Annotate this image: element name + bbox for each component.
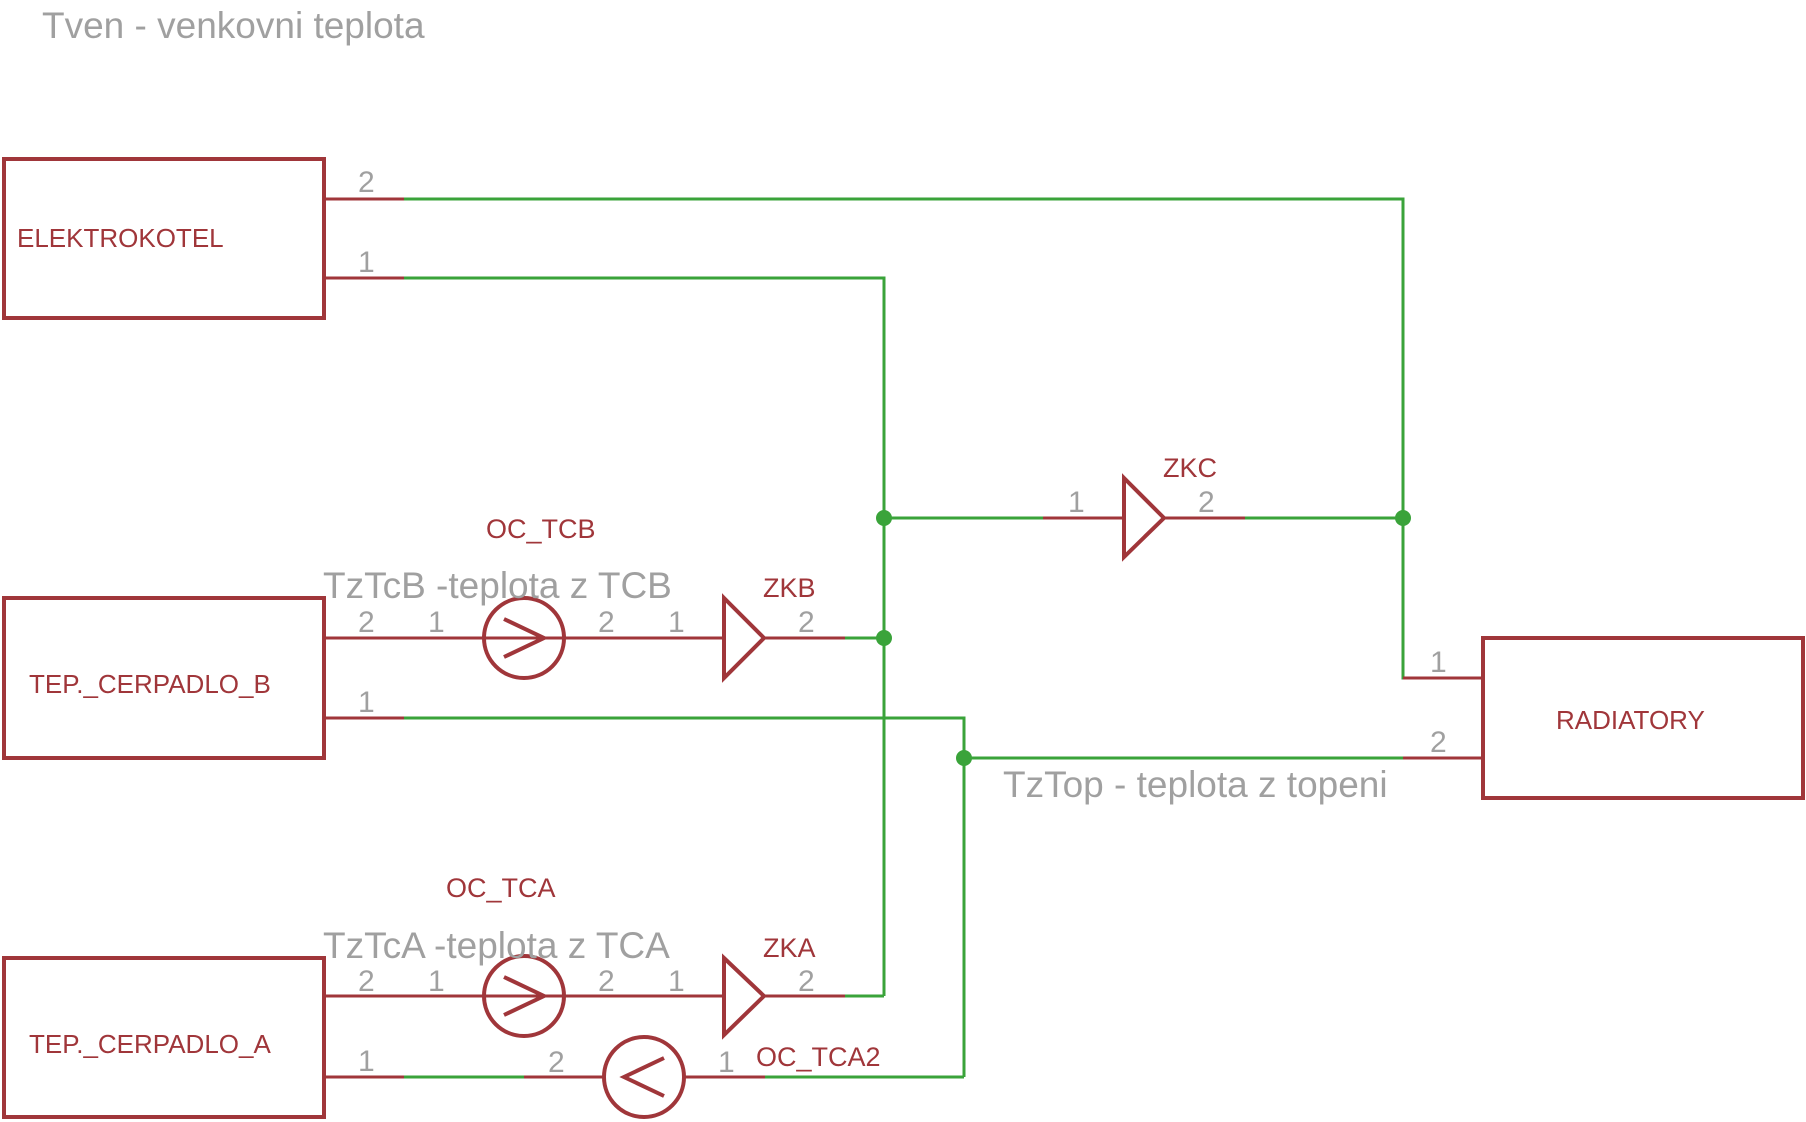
pin-number: 1 xyxy=(358,1045,375,1078)
block-radiatory[interactable]: RADIATORY 1 2 xyxy=(1403,636,1805,800)
note-tztop: TzTop - teplota z topeni xyxy=(1003,764,1388,805)
greater-than-icon xyxy=(503,617,549,659)
junction-dot xyxy=(956,750,972,766)
pin-number: 1 xyxy=(428,965,445,998)
pin-number: 1 xyxy=(358,686,375,719)
block-label: TEP._CERPADLO_B xyxy=(29,669,271,699)
pin-number: 1 xyxy=(1068,486,1085,519)
pin-number: 2 xyxy=(1198,486,1215,519)
greater-than-icon xyxy=(503,975,549,1017)
component-oc-tca2[interactable]: OC_TCA2 2 1 xyxy=(524,1035,881,1119)
pin-number: 2 xyxy=(1430,726,1447,759)
pin-number: 2 xyxy=(598,965,615,998)
pin-number: 2 xyxy=(798,606,815,639)
pin-number: 2 xyxy=(548,1046,565,1079)
pin-number: 2 xyxy=(598,606,615,639)
junction-dot xyxy=(876,510,892,526)
note-tztcb: TzTcB -teplota z TCB xyxy=(323,565,672,606)
pin-number: 1 xyxy=(668,965,685,998)
pin-number: 1 xyxy=(358,246,375,279)
pin-number: 1 xyxy=(428,606,445,639)
block-outline xyxy=(2,157,326,320)
buffer-triangle-icon xyxy=(1122,473,1167,562)
buffer-triangle-icon xyxy=(722,953,767,1040)
less-than-icon xyxy=(619,1056,665,1098)
component-label: OC_TCB xyxy=(486,514,596,544)
pin-number: 2 xyxy=(358,965,375,998)
annotations: Tven - venkovni teplota TzTcB -teplota z… xyxy=(42,5,1388,966)
block-elektrokotel[interactable]: ELEKTROKOTEL 2 1 xyxy=(2,157,404,320)
junction-dot xyxy=(876,630,892,646)
pin-number: 1 xyxy=(668,606,685,639)
component-zkb[interactable]: ZKB 1 2 xyxy=(668,573,845,683)
block-label: RADIATORY xyxy=(1556,705,1705,735)
note-tven: Tven - venkovni teplota xyxy=(42,5,425,46)
component-label: ZKA xyxy=(763,933,816,963)
buffer-triangle-icon xyxy=(722,593,767,683)
pin-number: 1 xyxy=(1430,646,1447,679)
component-label: OC_TCA xyxy=(446,873,556,903)
junction-dot xyxy=(1395,510,1411,526)
pin-number: 2 xyxy=(798,965,815,998)
note-tztca: TzTcA -teplota z TCA xyxy=(323,925,670,966)
block-outline xyxy=(2,596,326,760)
junctions xyxy=(876,510,1411,766)
wire-tep-b-pin1 xyxy=(404,716,966,1077)
component-zka[interactable]: ZKA 1 2 xyxy=(668,933,845,1040)
component-label: OC_TCA2 xyxy=(756,1042,881,1072)
pin-number: 2 xyxy=(358,166,375,199)
block-label: ELEKTROKOTEL xyxy=(17,223,224,253)
block-tep-cerpadlo-a[interactable]: TEP._CERPADLO_A 2 1 xyxy=(2,956,484,1119)
component-oc-tca[interactable]: OC_TCA 1 2 xyxy=(428,873,724,1038)
wire-elektrokotel-pin2 xyxy=(404,197,1405,518)
component-zkc[interactable]: ZKC 1 2 xyxy=(1043,453,1245,562)
block-outline xyxy=(1481,636,1805,800)
block-tep-cerpadlo-b[interactable]: TEP._CERPADLO_B 2 1 xyxy=(2,596,484,760)
comparator-circle-icon xyxy=(602,1035,686,1119)
component-oc-tcb[interactable]: OC_TCB 1 2 xyxy=(428,514,724,680)
block-label: TEP._CERPADLO_A xyxy=(29,1029,271,1059)
pin-number: 1 xyxy=(718,1046,735,1079)
pin-number: 2 xyxy=(358,606,375,639)
wire-elektrokotel-pin1 xyxy=(404,276,886,996)
block-outline xyxy=(2,956,326,1119)
component-label: ZKC xyxy=(1163,453,1217,483)
component-label: ZKB xyxy=(763,573,816,603)
